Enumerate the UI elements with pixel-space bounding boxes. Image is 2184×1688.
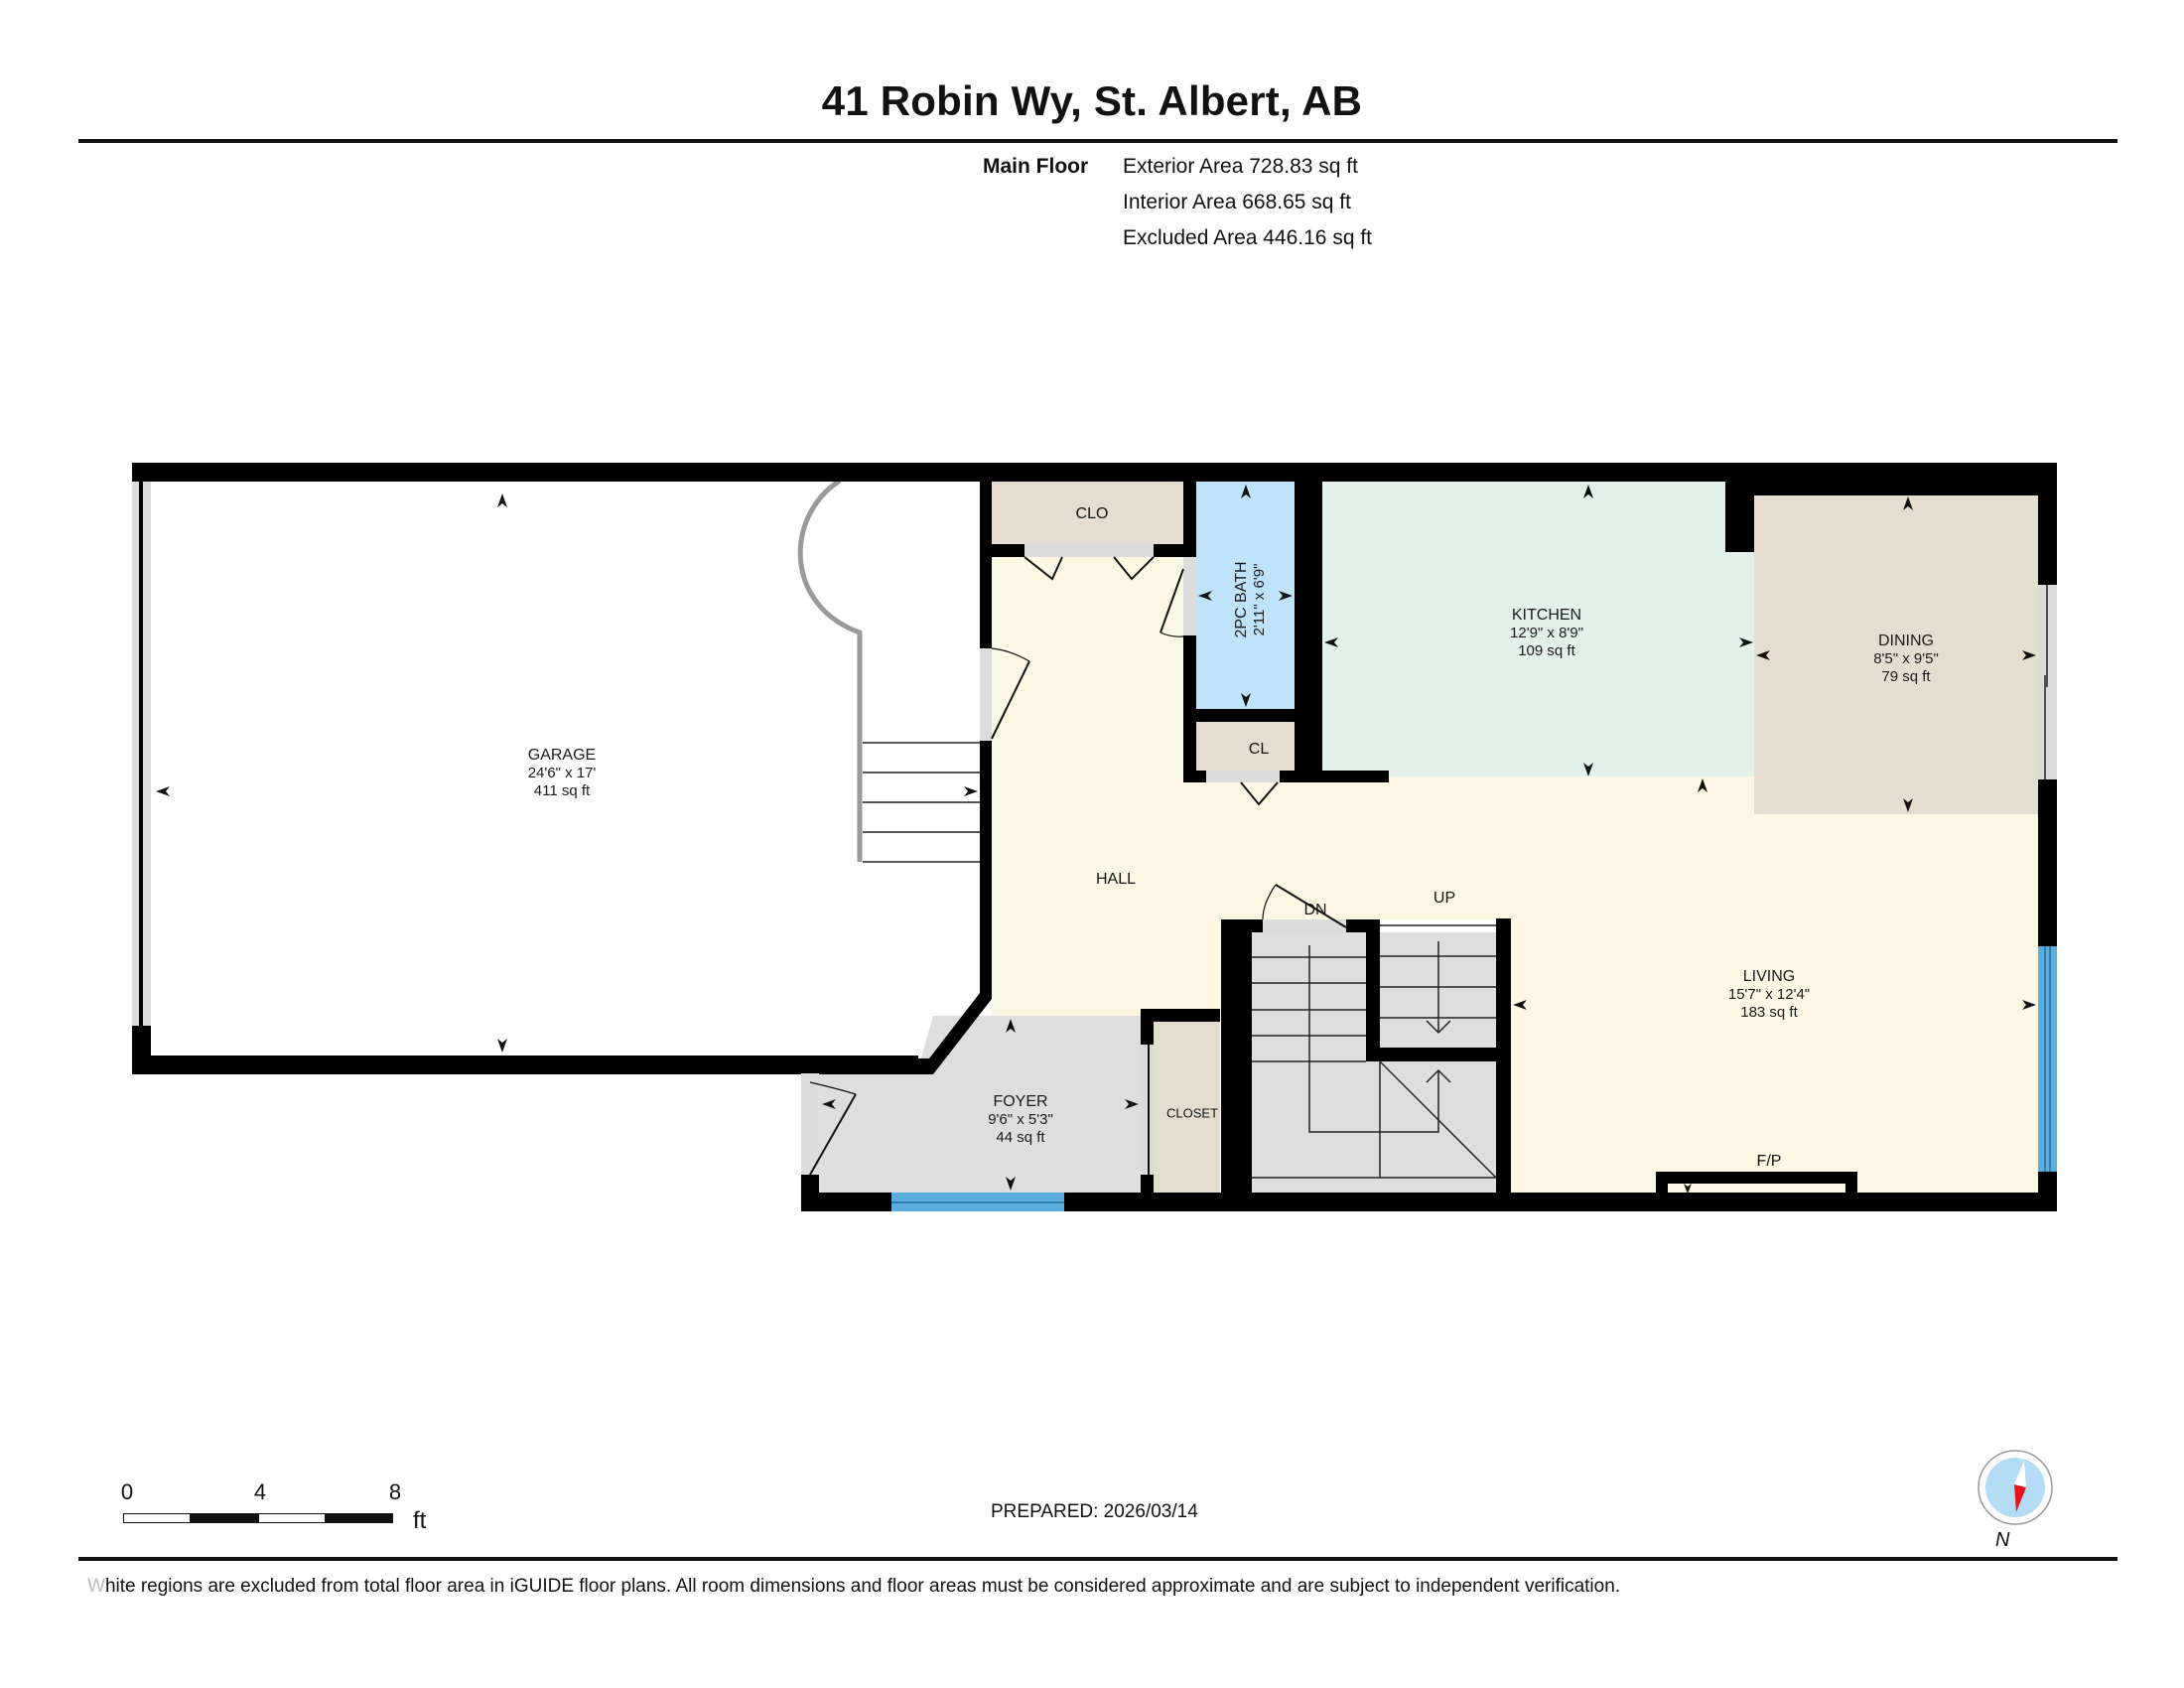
door-thresholds	[801, 544, 1346, 1175]
cl-floor	[1196, 722, 1310, 771]
bath-floor	[1196, 482, 1295, 709]
north-label: N	[1995, 1529, 2010, 1551]
room-bath: 2PC BATH 2'11" x 6'9"	[1233, 561, 1269, 637]
exterior-area: Exterior Area 728.83 sq ft	[1123, 155, 1358, 178]
scale-segment	[258, 1513, 326, 1523]
room-dimensions: 12'9" x 8'9"	[1510, 625, 1583, 641]
room-hall: HALL	[1095, 871, 1137, 888]
disclaimer: White regions are excluded from total fl…	[87, 1576, 1620, 1598]
prepared-date: PREPARED: 2026/03/14	[991, 1501, 1198, 1522]
room-foyer: FOYER 9'6" x 5'3" 44 sq ft	[988, 1093, 1053, 1147]
stairs-down-label: DN	[1303, 902, 1327, 918]
foyer-floor	[819, 1016, 1141, 1193]
disclaimer-text: hite regions are excluded from total flo…	[104, 1576, 1621, 1597]
dimension-markers	[156, 485, 2036, 1194]
fireplace-label: F/P	[1756, 1153, 1782, 1170]
excluded-area: Excluded Area 446.16 sq ft	[1123, 226, 1373, 249]
room-cl: CL	[1248, 741, 1270, 758]
door-swings	[809, 556, 1347, 1176]
room-name: GARAGE	[527, 747, 597, 764]
scale-segment	[123, 1513, 191, 1523]
title-divider	[78, 139, 2117, 143]
room-dimensions: 9'6" x 5'3"	[988, 1111, 1053, 1128]
interior-area: Interior Area 668.65 sq ft	[1123, 191, 1351, 213]
closet-floor	[1154, 1022, 1220, 1193]
room-dimensions: 15'7" x 12'4"	[1727, 986, 1811, 1003]
scale-tick-8: 8	[388, 1479, 402, 1504]
room-area: 79 sq ft	[1881, 668, 1931, 685]
footer-divider	[78, 1557, 2117, 1561]
stairs-up-label: UP	[1433, 890, 1456, 907]
room-dining: DINING 8'5" x 9'5" 79 sq ft	[1873, 633, 1939, 686]
room-name: 2PC BATH	[1233, 561, 1250, 638]
garage-railing	[797, 478, 863, 862]
room-closet: CLOSET	[1165, 1105, 1219, 1121]
room-area: 411 sq ft	[533, 782, 591, 799]
page-title: 41 Robin Wy, St. Albert, AB	[821, 77, 1363, 124]
room-garage: GARAGE 24'6" x 17' 411 sq ft	[528, 747, 597, 800]
walls	[132, 463, 2057, 1211]
room-dimensions: 8'5" x 9'5"	[1873, 650, 1939, 667]
floor-name: Main Floor	[983, 155, 1089, 178]
dining-floor	[1754, 495, 2038, 814]
room-name: KITCHEN	[1511, 607, 1582, 624]
room-living: LIVING 15'7" x 12'4" 183 sq ft	[1728, 968, 1810, 1022]
room-area: 109 sq ft	[1518, 642, 1575, 659]
room-name: LIVING	[1742, 968, 1796, 985]
room-area: 183 sq ft	[1740, 1004, 1798, 1021]
room-clo: CLO	[1075, 505, 1109, 522]
scale-segment	[191, 1513, 258, 1523]
room-dimensions: 24'6" x 17'	[527, 765, 597, 781]
scale-tick-0: 0	[120, 1479, 134, 1504]
scale-unit: ft	[413, 1507, 427, 1534]
hall-living-floor	[992, 552, 2038, 1194]
scale-tick-4: 4	[253, 1479, 267, 1504]
room-name: DINING	[1878, 633, 1934, 649]
room-area: 44 sq ft	[996, 1129, 1045, 1146]
compass-icon	[1978, 1450, 2053, 1525]
disclaimer-first-letter: W	[87, 1576, 105, 1597]
room-kitchen: KITCHEN 12'9" x 8'9" 109 sq ft	[1510, 607, 1583, 660]
interior-stairs	[1252, 924, 1497, 1179]
clo-floor	[992, 482, 1183, 544]
room-dimensions: 2'11" x 6'9"	[1251, 563, 1268, 636]
garage-steps	[863, 742, 980, 863]
room-name: FOYER	[993, 1093, 1048, 1110]
kitchen-floor	[1322, 482, 1754, 776]
scale-segment	[326, 1513, 393, 1523]
living-window	[2038, 946, 2057, 1172]
